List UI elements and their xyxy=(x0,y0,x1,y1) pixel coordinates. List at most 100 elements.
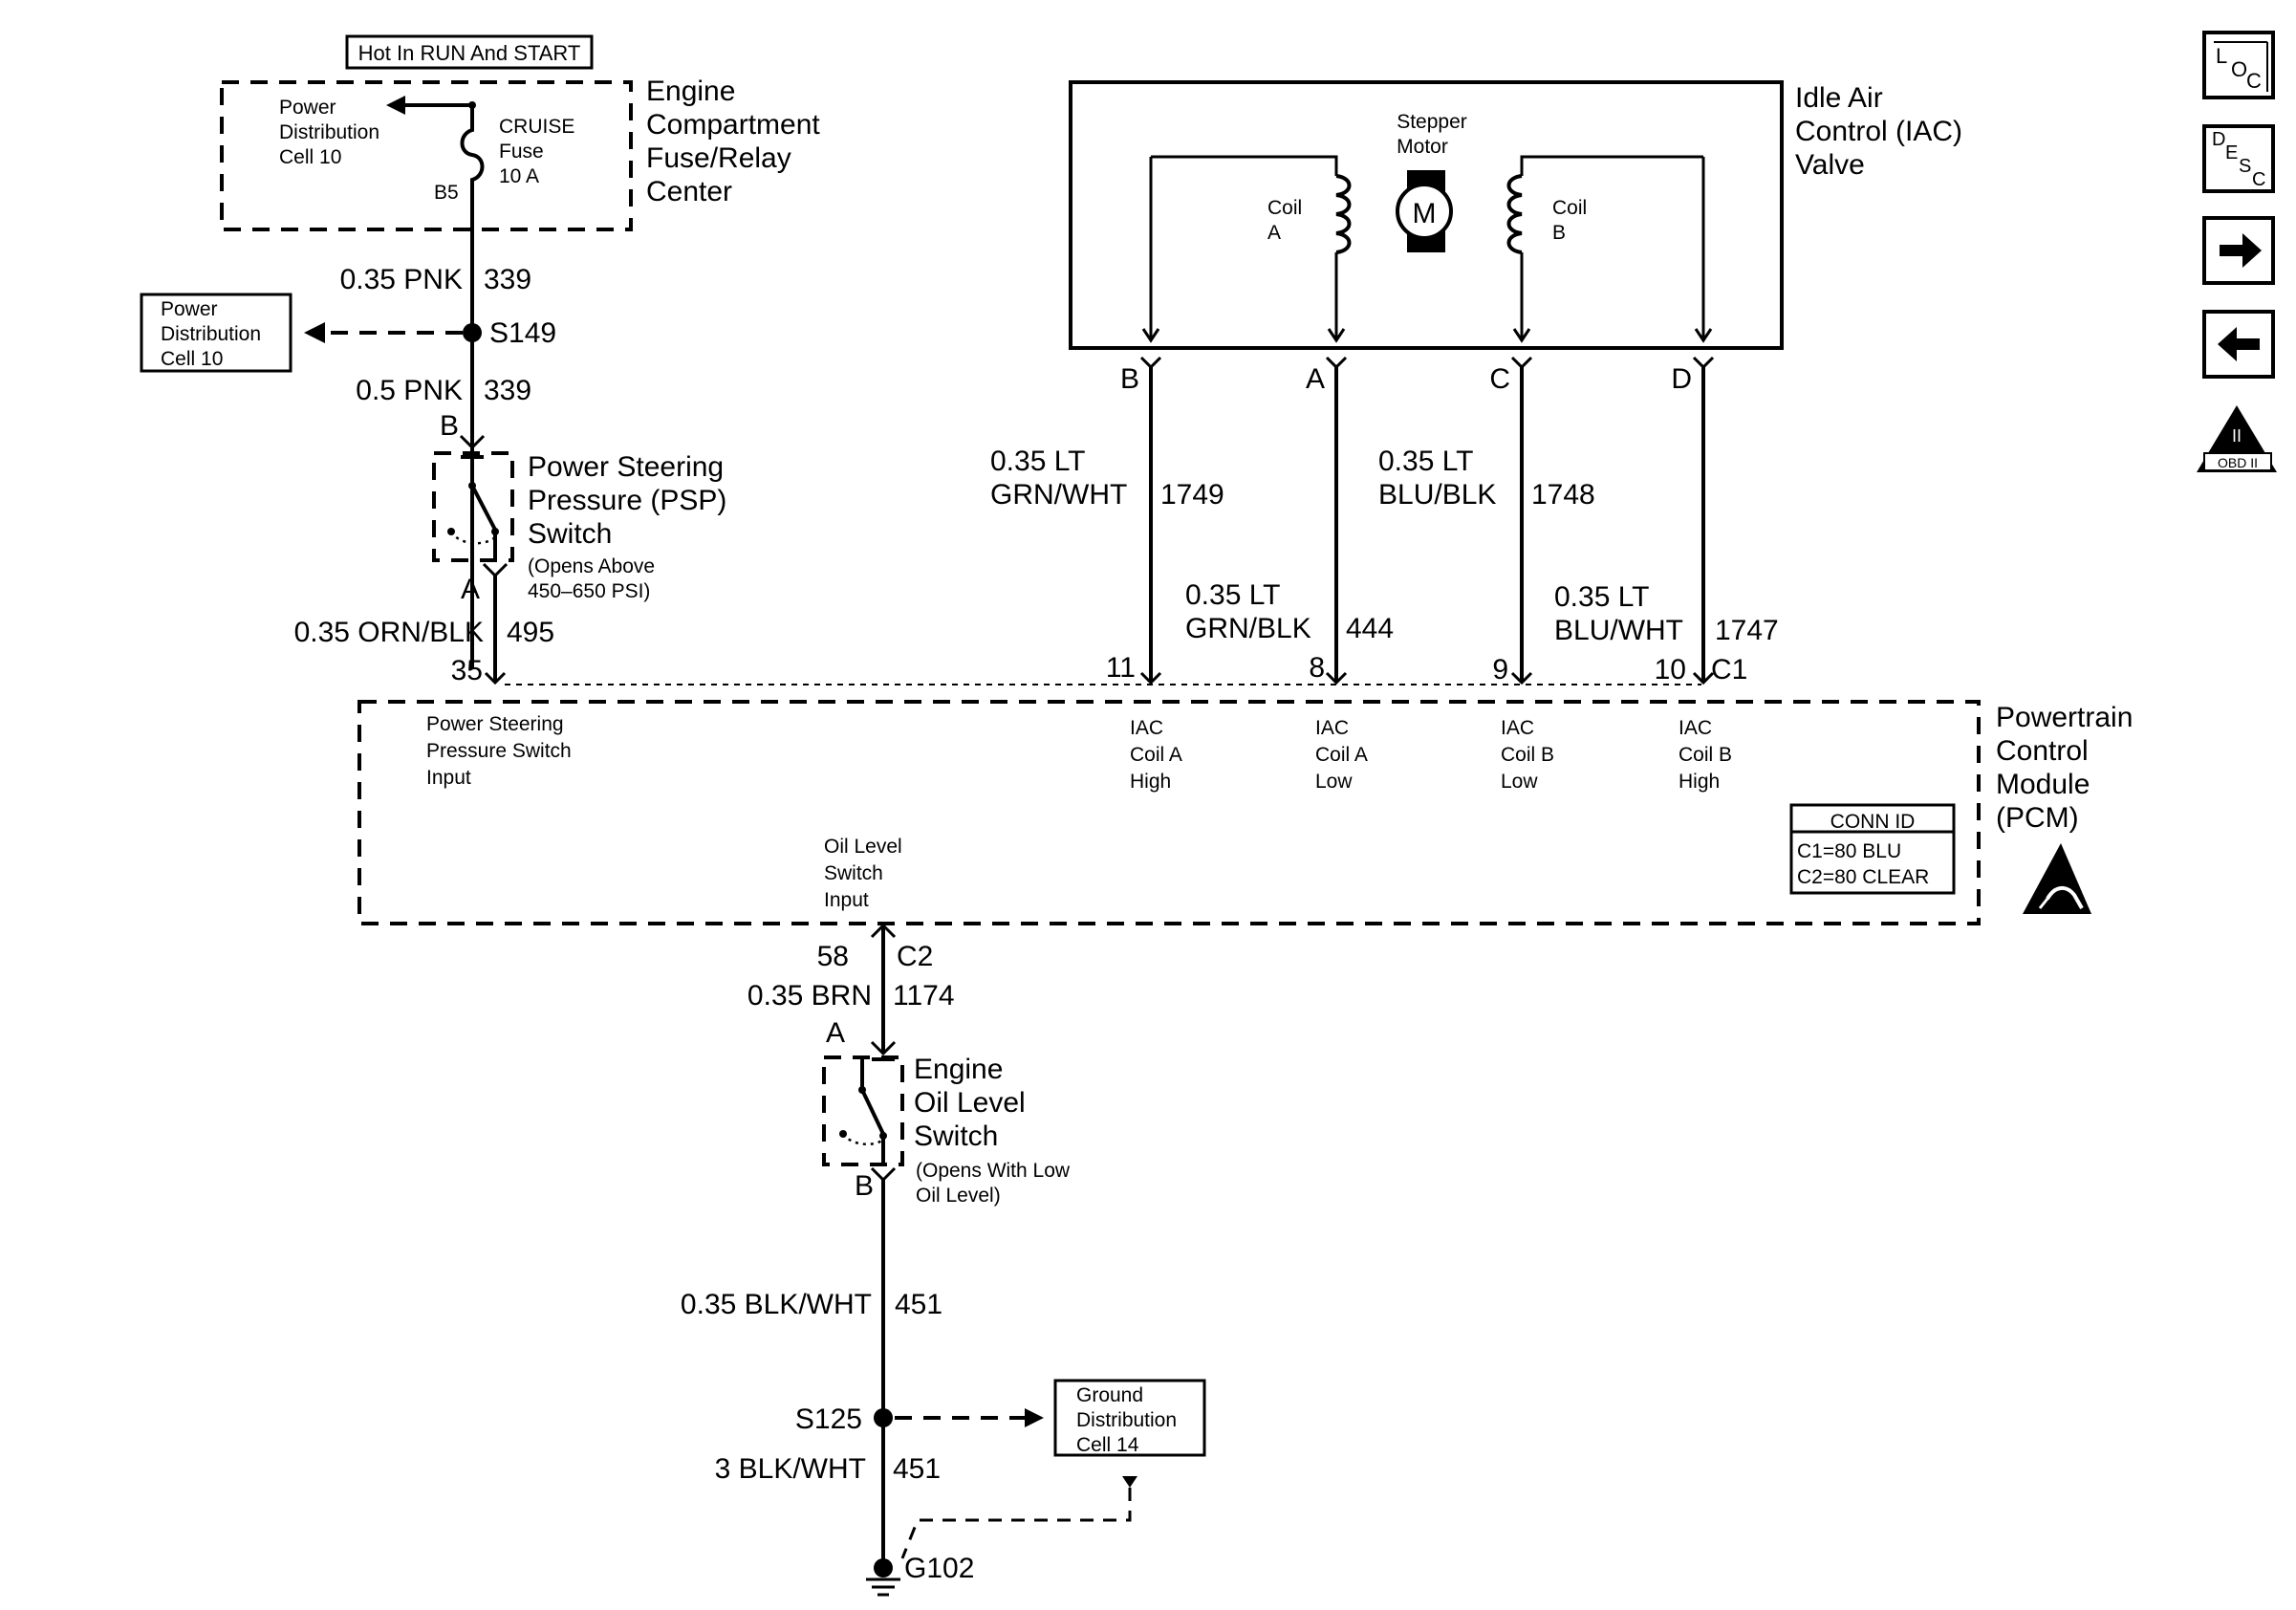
svg-text:A: A xyxy=(1267,222,1281,244)
svg-text:Ground: Ground xyxy=(1076,1384,1143,1406)
svg-text:0.35 LT: 0.35 LT xyxy=(1378,446,1474,477)
cruise-fuse-label: CRUISE Fuse 10 A xyxy=(499,116,574,187)
svg-text:0.35 LT: 0.35 LT xyxy=(1554,581,1650,613)
conn-id-box: CONN ID C1=80 BLU C2=80 CLEAR xyxy=(1789,803,1956,895)
pcm-name: Powertrain Control Module (PCM) xyxy=(1996,702,2133,834)
svg-text:Center: Center xyxy=(646,176,732,207)
iac-wire-1749-label: 0.35 LT GRN/WHT 1749 xyxy=(990,446,1224,511)
left-arrow-icon xyxy=(2218,327,2260,361)
ground-dashed-path xyxy=(900,1488,1132,1559)
svg-text:C2=80 CLEAR: C2=80 CLEAR xyxy=(1797,866,1929,888)
oil-connector-a-icon xyxy=(870,1040,897,1056)
psp-pin-a: A xyxy=(461,574,480,605)
svg-text:0.35 LT: 0.35 LT xyxy=(990,446,1086,477)
svg-text:E: E xyxy=(2225,142,2238,163)
svg-text:Cell 10: Cell 10 xyxy=(279,146,341,168)
oil-switch-pin-b: B xyxy=(855,1170,874,1202)
svg-text:495: 495 xyxy=(507,617,554,648)
svg-text:451: 451 xyxy=(893,1453,941,1485)
coil-b-arrow-d xyxy=(1694,328,1713,343)
svg-text:A: A xyxy=(1306,363,1325,395)
svg-text:1747: 1747 xyxy=(1715,615,1779,646)
svg-text:Switch: Switch xyxy=(914,1120,998,1152)
coil-b-winding-icon xyxy=(1506,174,1523,254)
svg-text:10: 10 xyxy=(1655,654,1686,685)
svg-text:0.35 BLK/WHT: 0.35 BLK/WHT xyxy=(681,1289,872,1320)
oil-switch-symbol xyxy=(839,1057,895,1164)
pcm-iac-coil-a-low: IAC Coil A Low xyxy=(1315,717,1368,793)
svg-text:451: 451 xyxy=(895,1289,942,1320)
svg-text:GRN/BLK: GRN/BLK xyxy=(1185,613,1311,644)
svg-text:O: O xyxy=(2231,57,2247,81)
splice-s125-dot xyxy=(874,1408,893,1427)
iac-connector-pins: B A C D xyxy=(1120,356,1715,395)
svg-text:8: 8 xyxy=(1309,652,1325,684)
pd-cell-box-left: Power Distribution Cell 10 xyxy=(140,293,292,373)
svg-text:Power Steering: Power Steering xyxy=(426,713,564,735)
psp-connector-a-icon xyxy=(482,562,509,578)
svg-text:BLU/WHT: BLU/WHT xyxy=(1554,615,1683,646)
splice-s149-label: S149 xyxy=(489,317,556,349)
svg-text:D: D xyxy=(2212,129,2225,150)
psp-connector-b-icon xyxy=(459,434,486,450)
svg-text:Distribution: Distribution xyxy=(279,121,379,143)
right-arrow-icon xyxy=(2220,233,2262,268)
pcm-iac-coil-b-high: IAC Coil B High xyxy=(1679,717,1732,793)
loc-button[interactable]: L O C xyxy=(2202,31,2275,99)
obd-ii-button[interactable]: II OBD II xyxy=(2197,405,2277,472)
oil-wire1-label: 0.35 BRN 1174 xyxy=(747,980,955,1012)
pcm-iac-coil-a-high: IAC Coil A High xyxy=(1130,717,1182,793)
oil-connector-b-icon xyxy=(870,1166,897,1183)
psp-switch-name: Power Steering Pressure (PSP) Switch xyxy=(528,451,726,550)
svg-text:Idle Air: Idle Air xyxy=(1795,82,1883,114)
svg-text:Fuse: Fuse xyxy=(499,141,544,163)
coil-a-label: Coil A xyxy=(1267,197,1302,244)
svg-text:1749: 1749 xyxy=(1160,479,1224,511)
svg-text:Coil A: Coil A xyxy=(1130,744,1182,766)
svg-text:Motor: Motor xyxy=(1397,136,1448,158)
svg-text:Input: Input xyxy=(426,767,471,789)
svg-text:Distribution: Distribution xyxy=(1076,1409,1177,1431)
svg-text:High: High xyxy=(1130,771,1171,793)
esd-warning-icon xyxy=(2023,843,2091,914)
connector-c2-label: C2 xyxy=(897,941,933,972)
svg-text:OBD II: OBD II xyxy=(2218,455,2258,470)
forward-arrow-button[interactable] xyxy=(2202,216,2275,285)
svg-text:Coil B: Coil B xyxy=(1501,744,1554,766)
svg-text:D: D xyxy=(1671,363,1692,395)
svg-text:Engine: Engine xyxy=(914,1054,1003,1085)
psp-wire2-label: 0.5 PNK 339 xyxy=(356,375,531,406)
svg-text:B: B xyxy=(1552,222,1566,244)
svg-text:11: 11 xyxy=(1106,652,1136,684)
svg-text:Oil Level: Oil Level xyxy=(914,1087,1026,1119)
svg-text:CONN ID: CONN ID xyxy=(1830,811,1916,833)
svg-text:Oil Level): Oil Level) xyxy=(916,1185,1001,1207)
desc-button[interactable]: D E S C xyxy=(2202,124,2275,193)
svg-text:0.5 PNK: 0.5 PNK xyxy=(356,375,463,406)
oil-switch-note: (Opens With Low Oil Level) xyxy=(916,1160,1071,1207)
coil-a-winding-icon xyxy=(1335,174,1352,254)
hot-in-run-label: Hot In RUN And START xyxy=(345,34,594,70)
pcm-module-box xyxy=(357,700,1981,925)
svg-text:IAC: IAC xyxy=(1501,717,1534,739)
svg-text:Coil: Coil xyxy=(1267,197,1302,219)
iac-valve-box xyxy=(1069,80,1784,350)
svg-text:(PCM): (PCM) xyxy=(1996,802,2079,834)
pcm-iac-pins: 11 8 9 10 C1 xyxy=(1106,652,1748,685)
splice-s125-label: S125 xyxy=(795,1403,862,1435)
coil-a-top-wire xyxy=(1151,155,1338,176)
pcm-pin-35-connector-icon xyxy=(484,671,507,685)
svg-text:B: B xyxy=(1120,363,1139,395)
svg-text:Power Steering: Power Steering xyxy=(528,451,724,483)
svg-text:Coil: Coil xyxy=(1552,197,1587,219)
svg-text:Switch: Switch xyxy=(824,862,883,884)
back-arrow-button[interactable] xyxy=(2202,310,2275,379)
psp-switch-note: (Opens Above 450–650 PSI) xyxy=(528,555,655,602)
svg-text:C1=80 BLU: C1=80 BLU xyxy=(1797,840,1901,862)
pd-arrow-head-icon xyxy=(386,96,405,115)
stepper-motor-label: Stepper Motor xyxy=(1397,111,1467,158)
svg-text:C1: C1 xyxy=(1711,654,1747,685)
svg-text:Pressure (PSP): Pressure (PSP) xyxy=(528,485,726,516)
psp-switch-symbol xyxy=(447,455,499,560)
